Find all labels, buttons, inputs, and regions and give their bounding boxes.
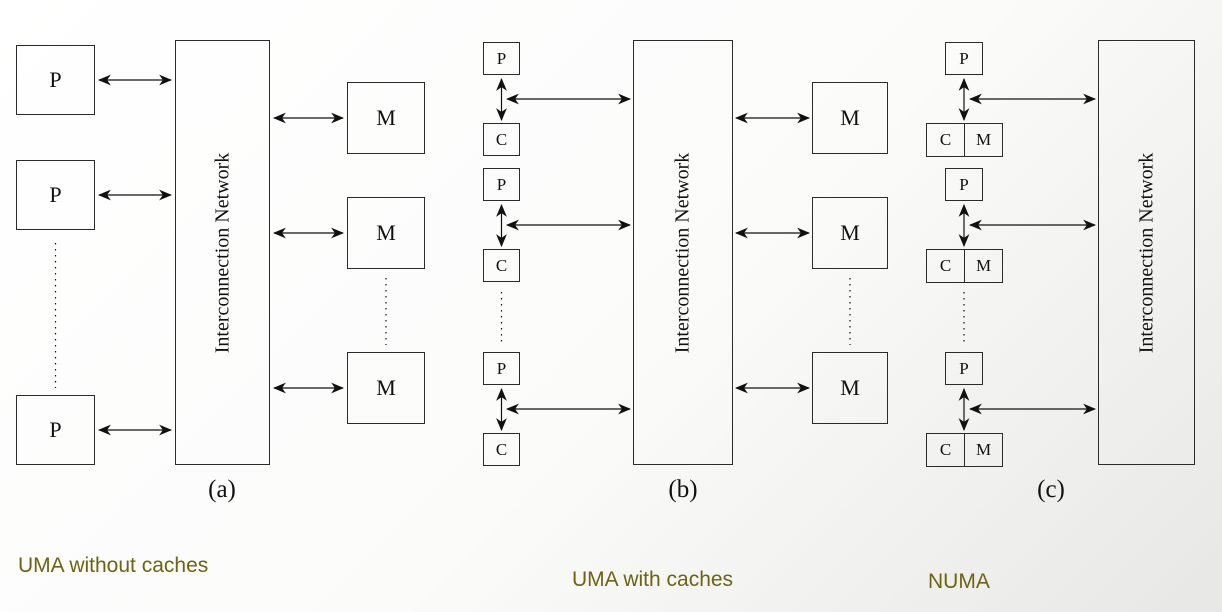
processor-box: P xyxy=(483,352,520,385)
memory-label: M xyxy=(376,220,396,245)
memory-cell: M xyxy=(975,130,992,149)
memory-cell: M xyxy=(975,440,992,459)
memory-box: M xyxy=(812,352,888,424)
memory-label: M xyxy=(840,220,860,245)
memory-box: M xyxy=(812,82,888,154)
memory-label: M xyxy=(840,375,860,400)
processor-box: P xyxy=(483,168,520,201)
processor-label: P xyxy=(496,358,507,378)
cache-memory-box: C M xyxy=(926,433,1003,467)
cache-cell: C xyxy=(927,250,965,282)
cache-label: C xyxy=(495,129,508,149)
processor-box: P xyxy=(483,42,520,75)
cache-label: C xyxy=(495,255,508,275)
cache-box: C xyxy=(483,249,520,282)
memory-box: M xyxy=(347,352,425,424)
cache-box: C xyxy=(483,123,520,156)
processor-label: P xyxy=(49,67,62,92)
processor-box: P xyxy=(945,352,983,385)
memory-cell: M xyxy=(975,256,992,275)
cache-cell: C xyxy=(927,434,965,466)
subfigure-tag-c: (c) xyxy=(1037,476,1065,503)
processor-label: P xyxy=(959,358,969,378)
processor-box: P xyxy=(16,395,95,465)
cache-memory-box: C M xyxy=(926,249,1003,283)
cache-cell: C xyxy=(927,124,965,156)
interconnection-network-label: Interconnection Network xyxy=(1135,152,1157,353)
processor-label: P xyxy=(49,182,62,207)
subfigure-tag-b: (b) xyxy=(668,476,698,503)
memory-label: M xyxy=(376,375,396,400)
processor-box: P xyxy=(16,45,95,115)
processor-box: P xyxy=(945,42,983,75)
interconnection-network-label: Interconnection Network xyxy=(211,152,233,353)
caption-uma-without-caches: UMA without caches xyxy=(18,554,209,577)
cache-label: C xyxy=(495,439,508,459)
memory-label: M xyxy=(376,105,396,130)
memory-box: M xyxy=(347,197,425,269)
processor-label: P xyxy=(49,417,62,442)
memory-box: M xyxy=(812,197,888,269)
caption-uma-with-caches: UMA with caches xyxy=(572,568,734,591)
cache-box: C xyxy=(483,433,520,466)
processor-box: P xyxy=(945,168,983,201)
interconnection-network-box: Interconnection Network xyxy=(175,40,270,465)
processor-label: P xyxy=(959,174,969,194)
memory-label: M xyxy=(840,105,860,130)
caption-numa: NUMA xyxy=(928,570,990,593)
processor-label: P xyxy=(496,48,507,68)
interconnection-network-box: Interconnection Network xyxy=(1098,40,1195,465)
memory-box: M xyxy=(347,82,425,154)
interconnection-network-label: Interconnection Network xyxy=(671,152,694,353)
subfigure-tag-a: (a) xyxy=(208,476,236,503)
processor-box: P xyxy=(16,160,95,230)
cache-memory-box: C M xyxy=(926,123,1003,157)
processor-label: P xyxy=(496,174,507,194)
interconnection-network-box: Interconnection Network xyxy=(633,40,733,465)
processor-label: P xyxy=(959,48,969,68)
